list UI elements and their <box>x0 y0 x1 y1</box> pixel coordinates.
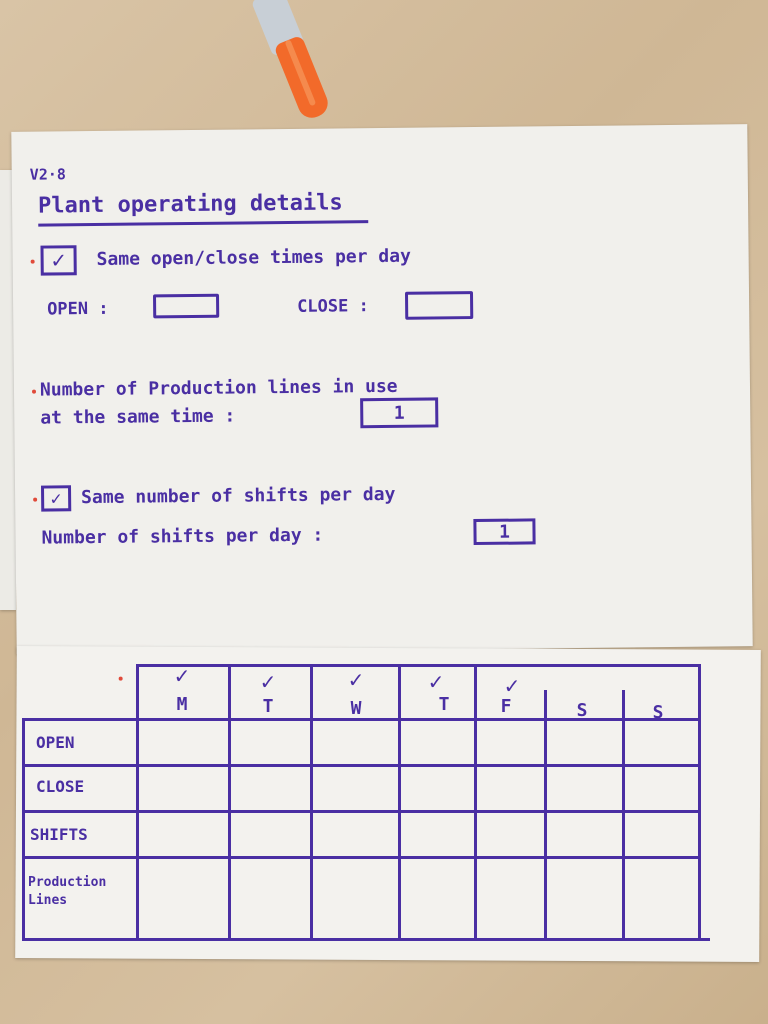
row-label-close: CLOSE <box>36 777 85 796</box>
day-check-mark[interactable]: ✓ <box>347 668 365 692</box>
marker-pen <box>238 0 346 136</box>
grid-line <box>228 664 231 940</box>
day-header-saturday: S <box>576 700 588 721</box>
day-check-mark[interactable]: ✓ <box>259 670 277 694</box>
day-check-mark[interactable]: ✓ <box>173 664 191 688</box>
production-lines-label-2: at the same time : <box>40 405 236 429</box>
open-time-input[interactable] <box>152 293 220 319</box>
day-header-sunday: S <box>652 702 664 723</box>
grid-line <box>398 664 401 940</box>
close-time-input[interactable] <box>404 291 474 320</box>
schedule-table: ✓ M ✓ T ✓ W ✓ T ✓ F S S OPEN CLOSE SHIFT… <box>22 660 714 944</box>
version-label: V2·8 <box>29 165 66 184</box>
grid-line <box>136 664 700 667</box>
sketch-sheet-top: V2·8 Plant operating details ✓ Same open… <box>11 124 753 654</box>
production-lines-input[interactable]: 1 <box>360 397 439 429</box>
day-header-monday: M <box>176 694 188 715</box>
grid-line <box>474 664 477 940</box>
day-header-friday: F <box>500 696 512 717</box>
day-header-tuesday: T <box>262 696 274 717</box>
day-header-thursday: T <box>438 694 450 715</box>
bullet <box>33 497 38 502</box>
same-times-checkbox[interactable]: ✓ <box>40 245 77 276</box>
grid-line <box>136 664 139 940</box>
open-label: OPEN : <box>47 298 109 320</box>
grid-line <box>698 664 701 940</box>
row-label-open: OPEN <box>36 733 75 752</box>
day-header-wednesday: W <box>350 698 362 719</box>
grid-line <box>22 856 700 859</box>
production-lines-label-1: Number of Production lines in use <box>39 375 398 401</box>
grid-line <box>22 718 700 721</box>
bullet <box>31 389 37 394</box>
grid-line <box>22 764 700 767</box>
bullet <box>30 259 35 264</box>
close-label: CLOSE : <box>297 296 369 317</box>
page-title: Plant operating details <box>37 190 343 219</box>
row-label-production-lines: Production Lines <box>28 875 107 908</box>
shifts-per-day-label: Number of shifts per day : <box>41 524 324 549</box>
row-label-shifts: SHIFTS <box>30 825 88 844</box>
same-shifts-checkbox[interactable]: ✓ <box>40 485 72 512</box>
grid-line <box>622 690 625 940</box>
grid-line <box>22 810 700 813</box>
grid-line <box>544 690 547 940</box>
grid-line <box>22 718 25 940</box>
same-times-label: Same open/close times per day <box>96 245 412 270</box>
title-underline <box>38 220 369 227</box>
shifts-per-day-input[interactable]: 1 <box>473 518 536 546</box>
grid-line <box>310 664 313 940</box>
day-check-mark[interactable]: ✓ <box>427 670 445 694</box>
day-check-mark[interactable]: ✓ <box>503 674 521 698</box>
grid-line <box>22 938 710 941</box>
same-shifts-label: Same number of shifts per day <box>81 483 396 509</box>
